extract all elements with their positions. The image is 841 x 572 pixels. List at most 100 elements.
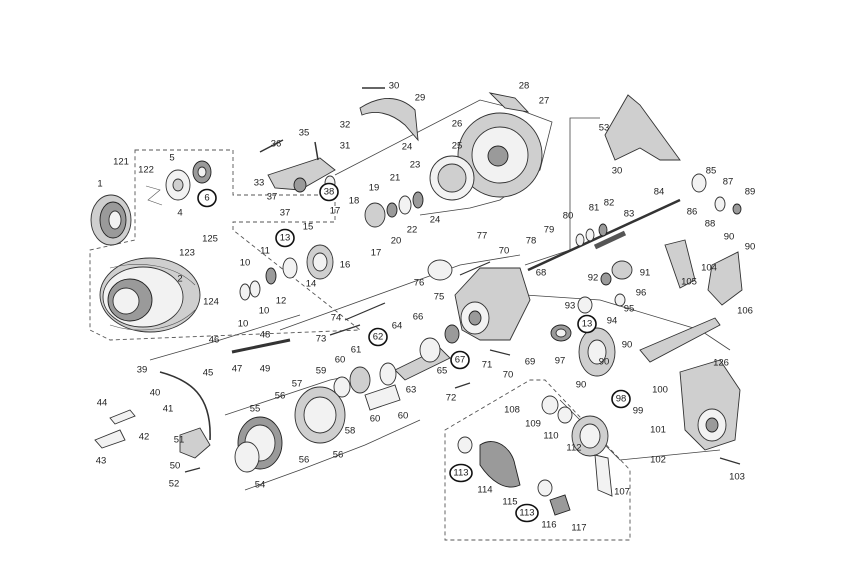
part-number-text: 57: [292, 379, 303, 390]
part-label-67: 67: [450, 350, 470, 370]
part-number-text: 24: [402, 142, 413, 153]
part-number-text: 14: [306, 279, 317, 290]
part-number-text: 103: [729, 472, 745, 483]
part-label-21: 21: [390, 173, 401, 184]
part-label-50: 50: [170, 461, 181, 472]
part-label-43: 43: [96, 456, 107, 467]
part-number-text: 30: [389, 81, 400, 92]
part-number-text: 90: [599, 357, 610, 368]
part-number-text: 56: [299, 455, 310, 466]
part-number-text: 112: [566, 443, 581, 454]
part-number-text: 77: [477, 231, 488, 242]
handle-knob-part: [457, 436, 571, 516]
part-number-text: 95: [624, 304, 635, 315]
part-label-29: 29: [415, 93, 426, 104]
part-label-122: 122: [138, 165, 154, 176]
part-number-text: 104: [701, 263, 717, 274]
part-number-text: 72: [446, 393, 457, 404]
part-number-text: 63: [406, 385, 417, 396]
part-label-70: 70: [503, 370, 514, 381]
part-label-71: 71: [482, 360, 493, 371]
part-label-60: 60: [335, 355, 346, 366]
part-number-text: 64: [392, 321, 403, 332]
part-label-55: 55: [250, 404, 261, 415]
part-number-text: 124: [203, 297, 219, 308]
part-label-78: 78: [526, 236, 537, 247]
part-label-ring: [611, 389, 631, 409]
part-number-text: 96: [636, 288, 647, 299]
part-label-116: 116: [541, 520, 556, 531]
gear-guide-frame: [279, 254, 521, 331]
part-label-13: 13: [577, 314, 597, 334]
part-number-text: 90: [745, 242, 756, 253]
main-shaft-part: [527, 198, 681, 272]
part-number-text: 20: [391, 236, 402, 247]
part-label-90: 90: [576, 380, 587, 391]
part-label-ring: [515, 503, 539, 523]
part-number-text: 30: [612, 166, 623, 177]
part-label-13: 13: [275, 228, 295, 248]
part-number-text: 76: [414, 278, 425, 289]
body-guide-frame: [524, 117, 600, 266]
part-number-text: 54: [255, 480, 266, 491]
part-number-text: 2: [177, 274, 182, 285]
part-number-text: 13: [582, 319, 593, 330]
part-label-33: 33: [254, 178, 265, 189]
part-number-text: 29: [415, 93, 426, 104]
part-label-47: 47: [232, 364, 243, 375]
part-label-52: 52: [169, 479, 180, 490]
part-label-10: 10: [238, 319, 249, 330]
cover-part: [664, 173, 743, 306]
part-label-ring: [449, 463, 473, 483]
part-number-text: 117: [571, 523, 586, 534]
part-label-123: 123: [179, 248, 195, 259]
part-label-62: 62: [368, 327, 388, 347]
part-label-24: 24: [430, 215, 441, 226]
part-number-text: 19: [369, 183, 380, 194]
part-label-36: 36: [271, 139, 282, 150]
part-number-text: 49: [260, 364, 271, 375]
bodycover-guide-frame: [524, 294, 731, 351]
rotor-part: [429, 112, 543, 201]
part-number-text: 25: [452, 141, 463, 152]
part-label-46: 46: [209, 335, 220, 346]
part-number-text: 90: [622, 340, 633, 351]
part-number-text: 60: [370, 414, 381, 425]
part-label-1: 1: [97, 179, 102, 190]
part-number-text: 66: [413, 312, 424, 323]
part-number-text: 125: [202, 234, 218, 245]
part-label-107: 107: [614, 487, 630, 498]
part-number-text: 11: [260, 246, 270, 257]
part-label-60: 60: [398, 411, 409, 422]
part-label-41: 41: [163, 404, 174, 415]
part-number-text: 75: [434, 292, 445, 303]
spool-part: [99, 257, 201, 333]
part-number-text: 126: [713, 358, 729, 369]
part-label-38: 38: [319, 182, 339, 202]
part-number-text: 70: [499, 246, 510, 257]
part-label-110: 110: [543, 431, 558, 442]
part-label-10: 10: [259, 306, 270, 317]
part-label-95: 95: [624, 304, 635, 315]
body-cover-part: [639, 317, 741, 451]
part-label-37: 37: [267, 192, 278, 203]
part-label-90: 90: [599, 357, 610, 368]
reel-body-part: [427, 259, 531, 341]
part-label-106: 106: [737, 306, 753, 317]
part-label-66: 66: [413, 312, 424, 323]
part-number-text: 113: [519, 508, 534, 519]
part-number-text: 79: [544, 225, 555, 236]
part-number-text: 93: [565, 301, 576, 312]
part-number-text: 16: [340, 260, 351, 271]
bail-wire-part: [94, 338, 291, 459]
part-label-90: 90: [745, 242, 756, 253]
oscillation-gear-part: [577, 260, 633, 314]
part-number-text: 50: [170, 461, 181, 472]
part-label-18: 18: [349, 196, 360, 207]
part-number-text: 32: [340, 120, 351, 131]
part-number-text: 109: [525, 419, 541, 430]
part-number-text: 31: [340, 141, 351, 152]
oscillation-guide-frame: [224, 377, 341, 416]
part-number-text: 100: [652, 385, 668, 396]
